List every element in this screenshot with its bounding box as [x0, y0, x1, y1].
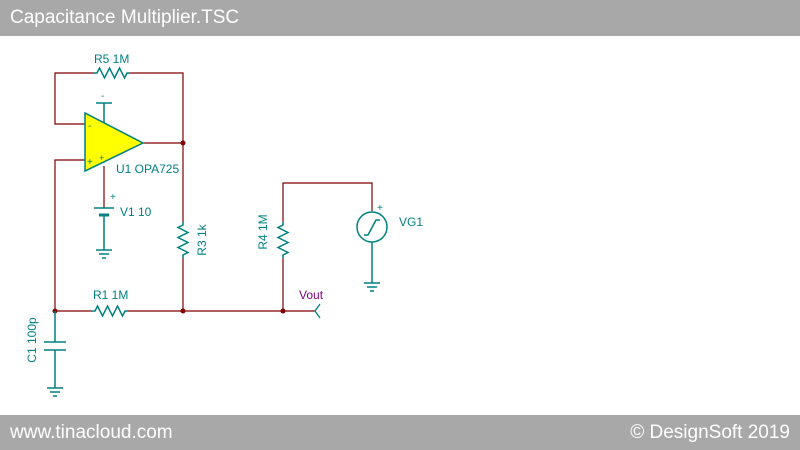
vg1-plus-sign: +	[377, 203, 383, 214]
v1-label: V1 10	[120, 205, 152, 219]
node-vout	[280, 308, 286, 314]
capacitor-c1[interactable]: C1 100p	[25, 311, 66, 388]
footer-website: www.tinacloud.com	[10, 422, 173, 443]
resistor-r5[interactable]: R5 1M	[94, 52, 130, 80]
r3-label: R3 1k	[195, 223, 209, 255]
footer-bar: www.tinacloud.com © DesignSoft 2019	[0, 415, 800, 450]
battery-v1[interactable]: + V1 10	[94, 192, 152, 250]
opamp-minus-sign: -	[88, 121, 91, 132]
resistor-r4[interactable]: R4 1M	[256, 214, 290, 258]
c1-label: C1 100p	[25, 317, 39, 363]
ground-vg1	[364, 282, 380, 292]
schematic: R5 1M - - + + U1 OPA725 + V1 10 R3 1k R4…	[25, 52, 423, 397]
r4-label: R4 1M	[256, 214, 270, 249]
opamp-supply-top	[96, 102, 112, 125]
supply-minus-sign: -	[101, 91, 104, 102]
resistor-r3[interactable]: R3 1k	[176, 222, 209, 258]
footer-copyright: © DesignSoft 2019	[630, 422, 790, 443]
u1-label: U1 OPA725	[116, 162, 179, 176]
schematic-canvas[interactable]: R5 1M - - + + U1 OPA725 + V1 10 R3 1k R4…	[0, 36, 800, 415]
wire-r5-left	[54, 72, 94, 125]
vout-label: Vout	[299, 288, 324, 302]
node-output	[180, 140, 186, 146]
wire-r4-vg1	[282, 182, 373, 222]
r1-label: R1 1M	[93, 288, 128, 302]
title-bar: Capacitance Multiplier.TSC	[0, 0, 800, 36]
wire-r5-right	[130, 72, 184, 143]
vout-terminal[interactable]: Vout	[299, 288, 324, 319]
ground-c1	[47, 387, 63, 397]
node-r3	[180, 308, 186, 314]
ground-v1	[96, 249, 112, 259]
window-title: Capacitance Multiplier.TSC	[10, 7, 240, 28]
r5-label: R5 1M	[94, 52, 129, 66]
signal-source-vg1[interactable]: + VG1	[356, 203, 423, 283]
opamp-vplus-sign: +	[99, 153, 104, 163]
wire-plus-input	[54, 159, 85, 311]
battery-plus-sign: +	[110, 192, 116, 203]
wires	[54, 72, 373, 312]
opamp-plus-sign: +	[87, 157, 93, 168]
vg1-label: VG1	[399, 215, 423, 229]
opamp-u1[interactable]: - + + U1 OPA725	[84, 111, 179, 176]
resistor-r1[interactable]: R1 1M	[92, 288, 128, 318]
